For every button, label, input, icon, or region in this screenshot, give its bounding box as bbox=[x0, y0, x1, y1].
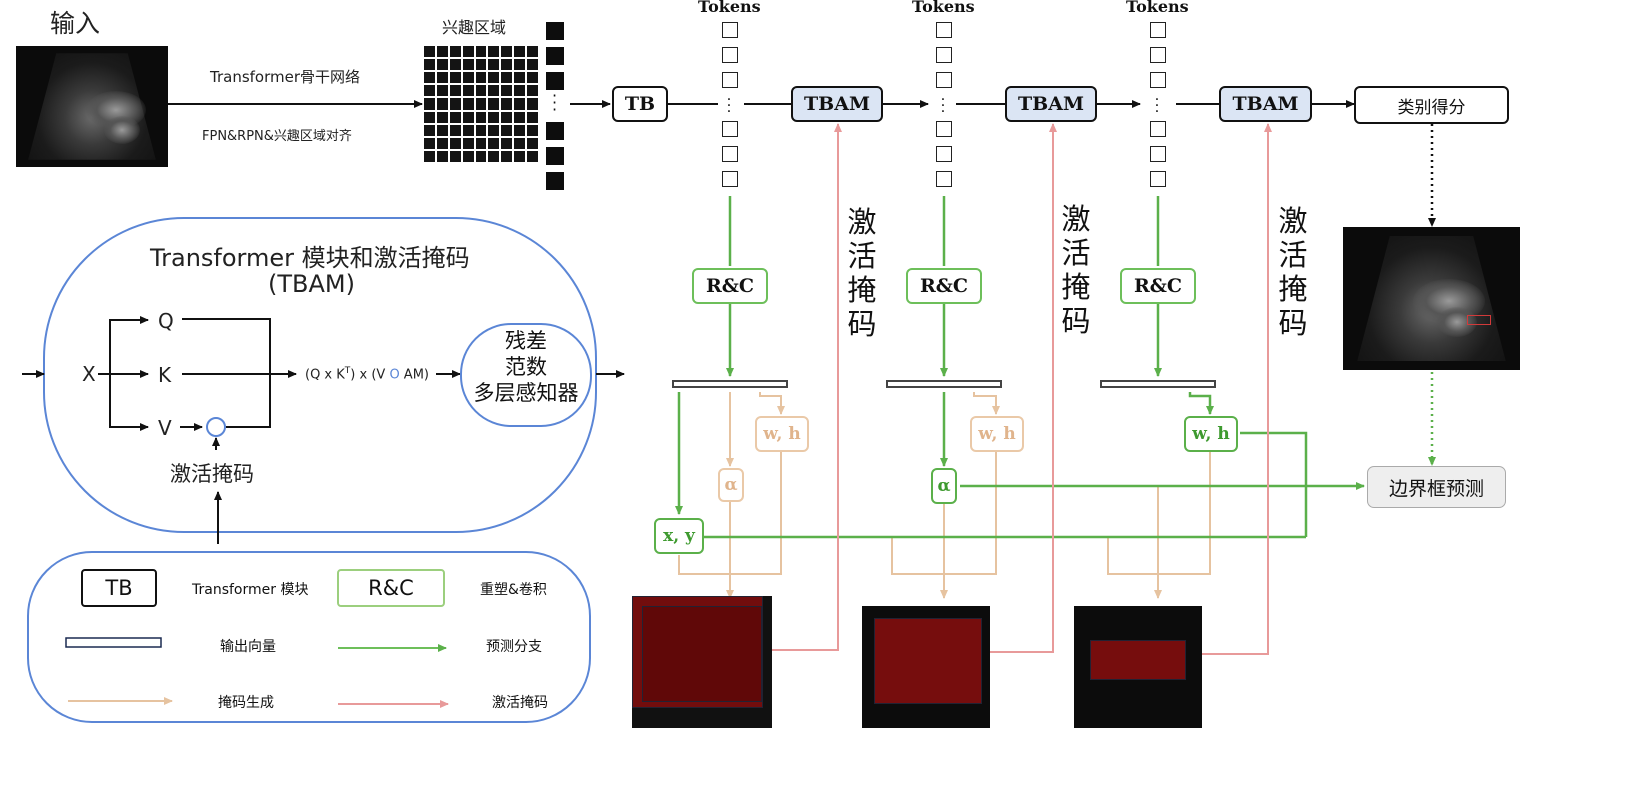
attention-formula: (Q x KT) x (V O AM) bbox=[305, 366, 429, 383]
output-vector-2 bbox=[886, 380, 1002, 388]
residual-norm-mlp: 残差 范数 多层感知器 bbox=[473, 329, 579, 405]
activation-mask-image-2 bbox=[862, 606, 990, 728]
wh-box-1: w, h bbox=[755, 416, 809, 452]
tokens-label-1: Tokens bbox=[698, 0, 761, 16]
output-vector-3 bbox=[1100, 380, 1216, 388]
activation-mask-label-2: 激活掩码 bbox=[1061, 202, 1091, 338]
roi-token-ellipsis: ··· bbox=[552, 86, 558, 119]
tbam-box-1: TBAM bbox=[791, 86, 883, 122]
k-label: K bbox=[158, 363, 172, 387]
tbam-panel-subtitle: (TBAM) bbox=[268, 270, 355, 298]
tb-box: TB bbox=[612, 86, 668, 122]
activation-mask-image-1 bbox=[632, 596, 772, 728]
rc-box-3: R&C bbox=[1120, 268, 1196, 304]
roi-label: 兴趣区域 bbox=[442, 18, 507, 37]
rc-box-1: R&C bbox=[692, 268, 768, 304]
x-label: X bbox=[82, 362, 96, 386]
v-label: V bbox=[158, 416, 172, 440]
rc-box-2: R&C bbox=[906, 268, 982, 304]
tokens-label-2: Tokens bbox=[912, 0, 975, 16]
legend-tb-desc: Transformer 模块 bbox=[192, 582, 309, 598]
backbone-label: Transformer骨干网络 bbox=[210, 68, 361, 86]
alpha-box-1: α bbox=[718, 468, 744, 502]
tbam-panel-title: Transformer 模块和激活掩码 bbox=[150, 244, 470, 272]
token-column-2: ··· bbox=[936, 22, 952, 187]
alpha-box-2: α bbox=[931, 468, 957, 504]
output-vector-1 bbox=[672, 380, 788, 388]
legend-maskgen-desc: 掩码生成 bbox=[218, 695, 274, 711]
wh-box-2: w, h bbox=[970, 416, 1024, 452]
tbam-mask-label: 激活掩码 bbox=[170, 462, 254, 486]
tbam-box-3: TBAM bbox=[1219, 86, 1312, 122]
fpn-label: FPN&RPN&兴趣区域对齐 bbox=[202, 129, 352, 144]
activation-mask-image-3 bbox=[1074, 606, 1202, 728]
legend-rc-desc: 重塑&卷积 bbox=[480, 582, 547, 598]
legend-pred-desc: 预测分支 bbox=[486, 639, 542, 655]
class-score-box: 类别得分 bbox=[1354, 86, 1509, 124]
bbox-prediction-box: 边界框预测 bbox=[1367, 466, 1506, 508]
activation-mask-label-1: 激活掩码 bbox=[847, 205, 877, 341]
legend-tb-box: TB bbox=[81, 569, 157, 607]
roi-token-column-lower bbox=[546, 122, 564, 197]
input-ultrasound-image bbox=[16, 46, 168, 167]
output-ultrasound-image bbox=[1343, 227, 1520, 370]
legend-actmask-desc: 激活掩码 bbox=[492, 695, 548, 711]
detected-bbox bbox=[1467, 315, 1491, 325]
tbam-box-2: TBAM bbox=[1005, 86, 1097, 122]
roi-token-column bbox=[546, 22, 564, 97]
wh-box-3: w, h bbox=[1184, 416, 1238, 452]
activation-mask-label-3: 激活掩码 bbox=[1278, 204, 1308, 340]
roi-feature-grid bbox=[424, 46, 538, 162]
tokens-label-3: Tokens bbox=[1126, 0, 1189, 16]
token-column-3: ··· bbox=[1150, 22, 1166, 187]
legend-vector-desc: 输出向量 bbox=[220, 639, 276, 655]
legend-rc-box: R&C bbox=[337, 569, 445, 607]
q-label: Q bbox=[158, 309, 174, 333]
input-label: 输入 bbox=[50, 9, 101, 38]
xy-box: x, y bbox=[654, 518, 704, 554]
token-column-1: ··· bbox=[722, 22, 738, 187]
